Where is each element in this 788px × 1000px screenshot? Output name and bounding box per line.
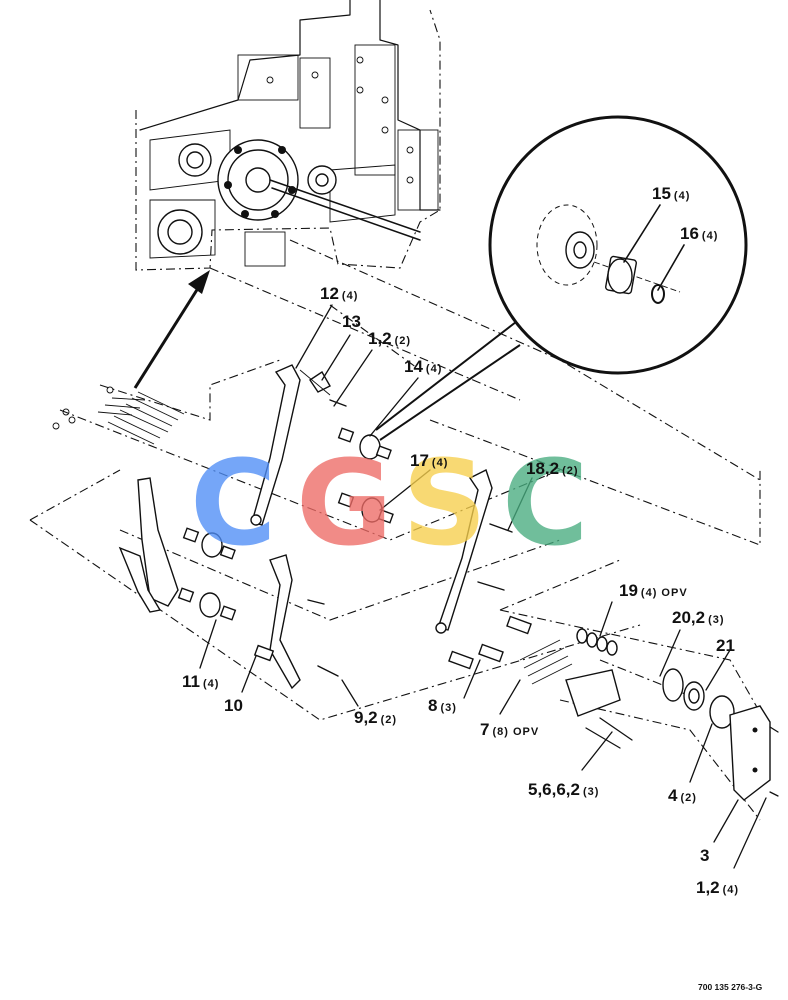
callout-1-2-bottom: 1,2 bbox=[696, 878, 720, 897]
callout-19-qty: (4) OPV bbox=[641, 587, 688, 599]
svg-text:13: 13 bbox=[342, 312, 361, 331]
callout-8: 8 bbox=[428, 696, 437, 715]
callout-1-2-top: 1,2 bbox=[368, 329, 392, 348]
svg-text:14(4): 14(4) bbox=[404, 357, 442, 376]
callout-9-2-qty: (2) bbox=[381, 714, 397, 726]
svg-text:16(4): 16(4) bbox=[680, 224, 718, 243]
right-assembly bbox=[519, 628, 779, 801]
callout-21: 21 bbox=[716, 636, 735, 655]
arm-upper bbox=[250, 364, 331, 526]
watermark-letter: S bbox=[402, 434, 487, 572]
svg-text:20,2(3): 20,2(3) bbox=[672, 608, 725, 627]
rollers-and-spacers bbox=[177, 427, 532, 670]
callout-16: 16 bbox=[680, 224, 699, 243]
svg-text:1,2(2): 1,2(2) bbox=[368, 329, 411, 348]
callout-1-2-top-qty: (2) bbox=[395, 335, 411, 347]
callout-10: 10 bbox=[224, 696, 243, 715]
svg-text:15(4): 15(4) bbox=[652, 184, 690, 203]
arm-left bbox=[118, 477, 179, 613]
svg-text:5,6,6,2(3): 5,6,6,2(3) bbox=[528, 780, 599, 799]
callout-leaders bbox=[199, 304, 767, 869]
svg-text:1,2(4): 1,2(4) bbox=[696, 878, 739, 897]
callout-8-qty: (3) bbox=[440, 702, 456, 714]
callout-15-qty: (4) bbox=[674, 190, 690, 202]
svg-text:17(4): 17(4) bbox=[410, 451, 448, 470]
assembly-arrow bbox=[133, 270, 210, 389]
callout-17: 17 bbox=[410, 451, 429, 470]
svg-text:4(2): 4(2) bbox=[668, 786, 697, 805]
callout-1-2-bottom-qty: (4) bbox=[723, 884, 739, 896]
watermark-letter: G bbox=[296, 434, 393, 572]
callout-12-qty: (4) bbox=[342, 290, 358, 302]
callout-17-qty: (4) bbox=[432, 457, 448, 469]
svg-text:12(4): 12(4) bbox=[320, 284, 358, 303]
svg-text:11(4): 11(4) bbox=[182, 672, 219, 691]
callout-5-6-6-2: 5,6,6,2 bbox=[528, 780, 580, 799]
callout-14: 14 bbox=[404, 357, 423, 376]
svg-text:10: 10 bbox=[224, 696, 243, 715]
callout-9-2: 9,2 bbox=[354, 708, 378, 727]
callout-labels: 12(4) 13 1,2(2) 14(4) 15(4) 16(4) 17(4) … bbox=[182, 184, 763, 992]
pin-bundle-left bbox=[52, 386, 185, 445]
machine-frame-assembly bbox=[135, 0, 441, 271]
callout-7-qty: (8) OPV bbox=[492, 726, 539, 738]
callout-14-qty: (4) bbox=[426, 363, 442, 375]
watermark-letter: C bbox=[190, 434, 277, 572]
callout-3: 3 bbox=[700, 846, 709, 865]
callout-5-6-6-2-qty: (3) bbox=[583, 786, 599, 798]
callout-20-2-qty: (3) bbox=[708, 614, 724, 626]
drawing-number: 700 135 276-3-G bbox=[698, 982, 763, 992]
callout-11-qty: (4) bbox=[203, 678, 219, 690]
callout-13: 13 bbox=[342, 312, 361, 331]
svg-text:3: 3 bbox=[700, 846, 709, 865]
bolts bbox=[307, 399, 513, 677]
callout-7: 7 bbox=[480, 720, 489, 739]
svg-text:18,2(2): 18,2(2) bbox=[526, 459, 579, 478]
svg-text:21: 21 bbox=[716, 636, 735, 655]
svg-text:19(4) OPV: 19(4) OPV bbox=[619, 581, 688, 600]
callout-15: 15 bbox=[652, 184, 671, 203]
watermark-letter: C bbox=[502, 434, 589, 572]
svg-text:8(3): 8(3) bbox=[428, 696, 457, 715]
assembly-leader-lines bbox=[29, 239, 771, 821]
arm-right bbox=[435, 469, 493, 634]
arm-center-lower bbox=[269, 554, 301, 690]
callout-4-qty: (2) bbox=[680, 792, 696, 804]
callout-20-2: 20,2 bbox=[672, 608, 705, 627]
svg-text:9,2(2): 9,2(2) bbox=[354, 708, 397, 727]
svg-text:7(8) OPV: 7(8) OPV bbox=[480, 720, 539, 739]
detail-magnifier bbox=[375, 115, 748, 441]
callout-4: 4 bbox=[668, 786, 678, 805]
callout-16-qty: (4) bbox=[702, 230, 718, 242]
callout-19: 19 bbox=[619, 581, 638, 600]
callout-12: 12 bbox=[320, 284, 339, 303]
cgsc-watermark: C G S C bbox=[190, 434, 589, 572]
callout-18-2-qty: (2) bbox=[562, 465, 578, 477]
callout-11: 11 bbox=[182, 672, 200, 691]
callout-18-2: 18,2 bbox=[526, 459, 559, 478]
